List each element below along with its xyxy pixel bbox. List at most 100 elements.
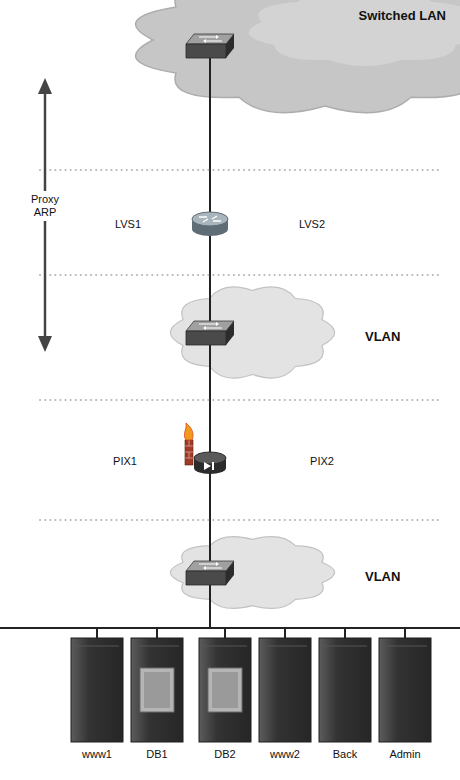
divider-line [40,169,440,171]
arrow-head [38,78,52,94]
network-link [210,610,285,638]
network-link [209,110,211,285]
disk-window [208,668,242,712]
switch-front [186,571,226,585]
switch-icon [186,321,234,345]
firewall-tower [185,440,193,465]
switch-side [226,34,234,58]
server-detail [203,646,247,647]
device-label: PIX1 [110,455,140,468]
network-link [97,610,210,638]
device-label: LVS1 [112,218,145,231]
switch-side [226,321,234,345]
device-label: PIX2 [307,455,337,468]
firewall-top [194,452,226,464]
firewall-symbol [212,462,214,470]
tower-bricks [185,440,193,458]
vlan-cloud: VLAN [170,535,440,610]
network-link [210,610,405,638]
divider-line [40,399,440,401]
disk-window [140,668,174,712]
uplink-line [209,345,211,380]
server-box: DB1 [127,638,187,766]
switch-icon [186,34,234,58]
network-link [210,610,225,638]
server-box: Back [315,638,375,766]
server-box-shape [195,638,255,766]
switch-top [186,34,234,44]
label-holder: PIX2 [307,455,337,468]
server-box-shape [315,638,375,766]
switch-side [226,561,234,585]
network-name: VLAN [365,329,400,345]
firewall-flame [184,423,193,440]
switch-arrows [199,324,222,328]
switch-arrows [203,35,219,43]
device-label: LVS2 [296,218,329,231]
label-holder: Proxy ARP [21,191,69,221]
server-box-shape [127,638,187,766]
server-case [131,638,183,742]
label-holder: LVS1 [112,218,145,231]
vlan-cloud: VLAN [170,285,440,380]
firewall-icon [184,423,226,474]
switch-arrows [203,322,219,330]
divider-line [40,274,440,276]
server-name: Admin [375,748,435,761]
server-detail [263,646,307,647]
switch-top [186,561,234,571]
server-case [71,638,123,742]
uplink-line [209,285,211,321]
server-box: www2 [255,638,315,766]
server-name: DB2 [195,748,255,761]
network-name: Switched LAN [130,8,460,24]
label-holder: PIX1 [110,455,140,468]
switch-front [186,331,226,345]
server-box-shape [255,638,315,766]
range-label: Proxy ARP [21,191,69,221]
switch-icon [186,561,234,585]
arrow-head [38,336,52,352]
server-name: www1 [67,748,127,761]
server-box-shape [67,638,127,766]
firewall-symbol [204,462,211,470]
server-case [379,638,431,742]
server-name: DB1 [127,748,187,761]
router-top [192,212,228,226]
switch-arrows [199,564,222,568]
disk-window [212,672,238,708]
server-detail [383,646,427,647]
divider-line [40,519,440,521]
server-box: DB2 [195,638,255,766]
server-detail [75,646,119,647]
server-name: www2 [255,748,315,761]
network-cloud: Switched LAN [130,0,460,110]
cloud-outline [170,537,334,609]
router-icon [192,212,228,236]
switch-front [186,44,226,58]
cloud-outline [170,287,334,378]
uplink-line [209,585,211,610]
network-link [157,610,210,638]
server-case [199,638,251,742]
server-name: Back [315,748,375,761]
switch-arrows [203,562,219,570]
server-box-shape [375,638,435,766]
server-box: Admin [375,638,435,766]
server-detail [323,646,367,647]
lan-bus [0,627,460,629]
network-name: VLAN [365,569,400,585]
uplink-line [209,535,211,561]
server-case [319,638,371,742]
router-arrows [199,216,221,222]
switch-top [186,321,234,331]
server-box: www1 [67,638,127,766]
uplink-line [209,58,211,110]
server-case [259,638,311,742]
network-link [210,610,345,638]
disk-window [144,672,170,708]
tier-divider [40,170,440,520]
label-holder: LVS2 [296,218,329,231]
server-detail [135,646,179,647]
